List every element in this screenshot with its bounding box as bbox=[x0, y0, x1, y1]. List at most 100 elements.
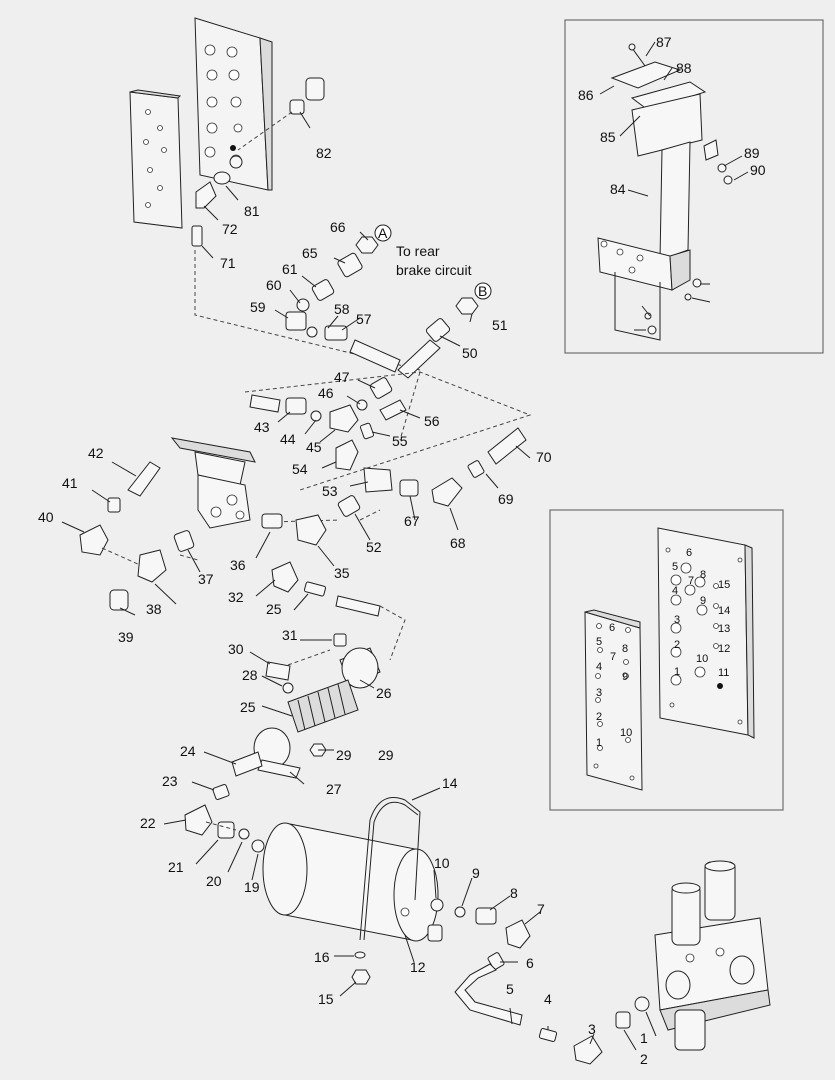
fittings-6-8 bbox=[475, 907, 531, 970]
svg-text:9: 9 bbox=[622, 671, 628, 683]
svg-text:22: 22 bbox=[140, 815, 156, 831]
svg-text:8: 8 bbox=[700, 569, 706, 581]
svg-text:1: 1 bbox=[596, 737, 602, 749]
fittings-b-circuit bbox=[397, 297, 479, 379]
svg-text:12: 12 bbox=[410, 959, 426, 975]
svg-text:29: 29 bbox=[336, 747, 352, 763]
svg-text:1: 1 bbox=[674, 666, 680, 678]
svg-text:35: 35 bbox=[334, 565, 350, 581]
svg-text:32: 32 bbox=[228, 589, 244, 605]
svg-text:8: 8 bbox=[510, 885, 518, 901]
svg-text:55: 55 bbox=[392, 433, 408, 449]
svg-text:72: 72 bbox=[222, 221, 238, 237]
svg-text:84: 84 bbox=[610, 181, 626, 197]
svg-text:86: 86 bbox=[578, 87, 594, 103]
svg-text:2: 2 bbox=[596, 711, 602, 723]
svg-text:4: 4 bbox=[544, 991, 552, 1007]
svg-text:6: 6 bbox=[609, 622, 615, 634]
svg-text:54: 54 bbox=[292, 461, 308, 477]
leader-lines bbox=[61, 41, 749, 1051]
svg-text:39: 39 bbox=[118, 629, 134, 645]
svg-text:10: 10 bbox=[696, 653, 708, 665]
brake-treadle-valve bbox=[170, 437, 256, 529]
svg-text:38: 38 bbox=[146, 601, 162, 617]
svg-text:16: 16 bbox=[314, 949, 330, 965]
svg-text:25: 25 bbox=[266, 601, 282, 617]
nut-washer-15-16 bbox=[351, 951, 371, 985]
svg-text:56: 56 bbox=[424, 413, 440, 429]
svg-text:7: 7 bbox=[537, 901, 545, 917]
svg-text:87: 87 bbox=[656, 34, 672, 50]
svg-text:68: 68 bbox=[450, 535, 466, 551]
fittings-9-12 bbox=[427, 898, 466, 942]
svg-text:57: 57 bbox=[356, 311, 372, 327]
svg-text:41: 41 bbox=[62, 475, 78, 491]
svg-text:90: 90 bbox=[750, 162, 766, 178]
svg-text:46: 46 bbox=[318, 385, 334, 401]
svg-text:89: 89 bbox=[744, 145, 760, 161]
svg-text:11: 11 bbox=[718, 667, 729, 679]
svg-text:71: 71 bbox=[220, 255, 236, 271]
svg-text:15: 15 bbox=[318, 991, 334, 1007]
svg-text:45: 45 bbox=[306, 439, 322, 455]
svg-text:15: 15 bbox=[718, 579, 730, 591]
fittings-rear-circuit bbox=[285, 236, 401, 373]
svg-text:5: 5 bbox=[672, 561, 678, 573]
mounting-plate-rear bbox=[129, 89, 183, 229]
fitting-70-71 bbox=[191, 155, 243, 247]
svg-text:28: 28 bbox=[242, 667, 258, 683]
fittings-1-4 bbox=[538, 996, 650, 1065]
svg-text:29: 29 bbox=[378, 747, 394, 763]
svg-text:19: 19 bbox=[244, 879, 260, 895]
air-reservoir-tank bbox=[262, 822, 439, 942]
svg-text:13: 13 bbox=[718, 623, 730, 635]
fittings-52-53 bbox=[335, 422, 375, 471]
svg-text:7: 7 bbox=[688, 575, 694, 587]
rear-note-line1: To rear bbox=[396, 243, 440, 259]
svg-text:47: 47 bbox=[334, 369, 350, 385]
svg-text:B: B bbox=[478, 283, 487, 299]
port-plate-left bbox=[584, 609, 643, 791]
marker-b: B bbox=[474, 282, 492, 300]
fitting-72 bbox=[289, 77, 325, 115]
svg-text:36: 36 bbox=[230, 557, 246, 573]
svg-text:4: 4 bbox=[596, 661, 602, 673]
svg-text:6: 6 bbox=[526, 955, 534, 971]
svg-text:65: 65 bbox=[302, 245, 318, 261]
mounting-plate-front bbox=[194, 17, 273, 191]
svg-text:10: 10 bbox=[620, 727, 632, 739]
svg-text:7: 7 bbox=[610, 651, 616, 663]
svg-text:82: 82 bbox=[316, 145, 332, 161]
svg-text:51: 51 bbox=[492, 317, 508, 333]
fittings-35-37 bbox=[109, 530, 195, 611]
hose-clamp-assembly bbox=[231, 633, 381, 779]
svg-text:1: 1 bbox=[640, 1030, 648, 1046]
svg-text:59: 59 bbox=[250, 299, 266, 315]
svg-text:5: 5 bbox=[596, 636, 602, 648]
inset-frame-valve-bracket bbox=[564, 19, 824, 354]
rear-note-line2: brake circuit bbox=[396, 262, 472, 278]
svg-text:8: 8 bbox=[622, 643, 628, 655]
svg-text:42: 42 bbox=[88, 445, 104, 461]
svg-text:43: 43 bbox=[254, 419, 270, 435]
svg-text:37: 37 bbox=[198, 571, 214, 587]
svg-text:53: 53 bbox=[322, 483, 338, 499]
callout-labels-repeated: 25 29 bbox=[266, 601, 394, 763]
marker-a: A bbox=[374, 224, 392, 242]
svg-text:26: 26 bbox=[376, 685, 392, 701]
svg-text:2: 2 bbox=[674, 639, 680, 651]
fittings-41-45 bbox=[249, 377, 407, 433]
svg-text:52: 52 bbox=[366, 539, 382, 555]
svg-text:9: 9 bbox=[472, 865, 480, 881]
svg-text:20: 20 bbox=[206, 873, 222, 889]
svg-text:14: 14 bbox=[442, 775, 458, 791]
svg-text:4: 4 bbox=[672, 585, 678, 597]
svg-text:31: 31 bbox=[282, 627, 298, 643]
svg-text:50: 50 bbox=[462, 345, 478, 361]
callout-labels: 1 2 3 4 5 6 7 8 9 10 12 14 15 16 19 20 2… bbox=[38, 34, 766, 1067]
svg-text:A: A bbox=[378, 225, 388, 241]
svg-text:27: 27 bbox=[326, 781, 342, 797]
svg-text:24: 24 bbox=[180, 743, 196, 759]
tank-strap-14 bbox=[359, 797, 421, 941]
